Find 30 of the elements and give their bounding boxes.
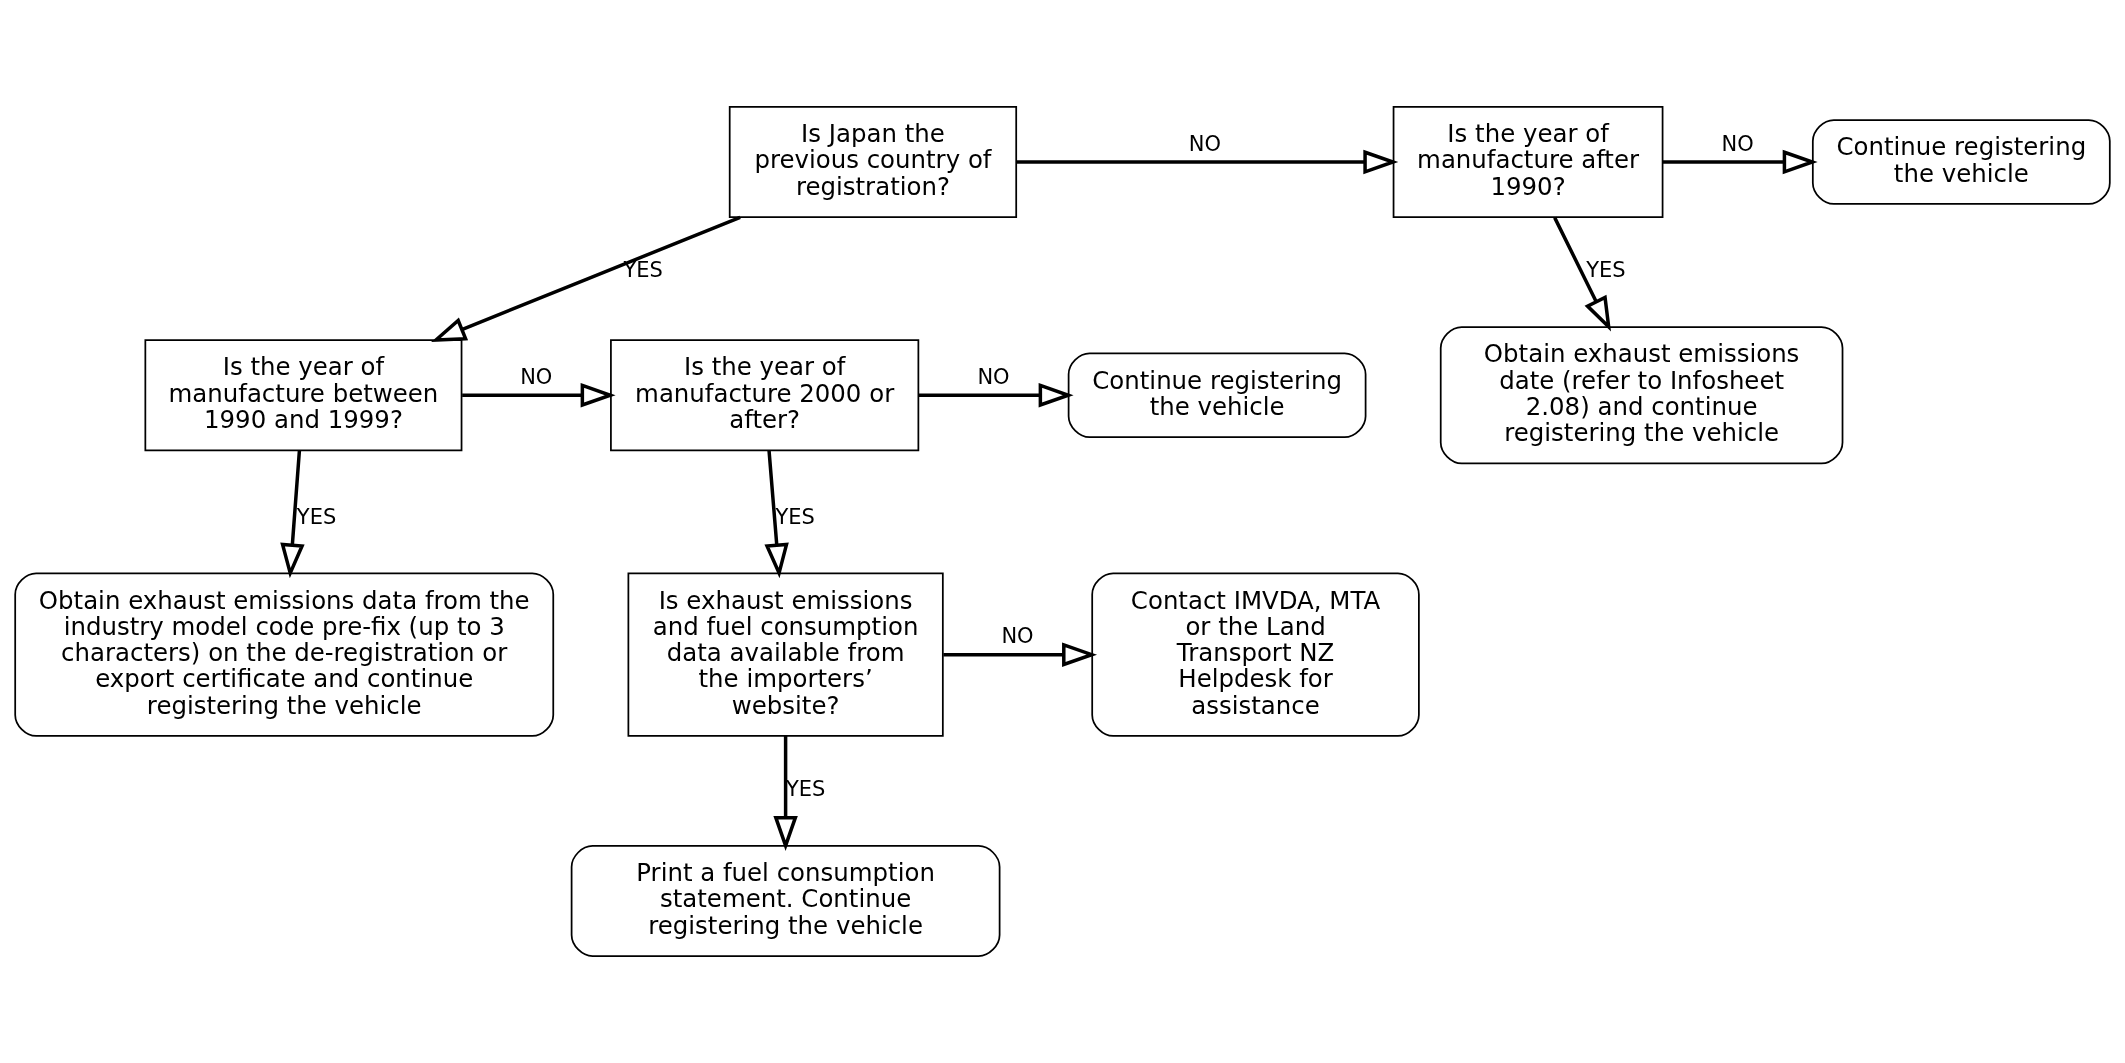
arrow bbox=[1553, 216, 1611, 332]
arrow bbox=[764, 450, 789, 579]
edge-label: YES bbox=[296, 504, 337, 529]
arrow bbox=[431, 215, 741, 342]
arrow bbox=[280, 450, 305, 579]
arrow bbox=[943, 642, 1098, 667]
arrow bbox=[1016, 149, 1399, 175]
edge-label: NO bbox=[520, 365, 553, 390]
edge-label: NO bbox=[1721, 131, 1754, 156]
edge-label: NO bbox=[1001, 624, 1034, 649]
edge-label: NO bbox=[977, 365, 1010, 390]
edge-label: YES bbox=[786, 777, 826, 802]
edge-label: YES bbox=[623, 258, 663, 283]
edge-label: YES bbox=[1586, 258, 1626, 283]
node-box: Continue registering the vehicle bbox=[1811, 119, 2111, 205]
node-box: Is the year of manufacture after 1990? bbox=[1392, 106, 1664, 218]
node-box: Print a fuel consumption statement. Continue registering the vehicle bbox=[570, 845, 1001, 957]
node-box: Obtain exhaust emissions data from the industry model code pre-fix (up to 3 characters) on the de-registration or export certificate and continue registering the vehicle bbox=[14, 572, 555, 737]
arrow bbox=[918, 383, 1074, 408]
node-box: Is exhaust emissions and fuel consumption data available from the importers’ website? bbox=[627, 572, 944, 737]
node-box: Is Japan the previous country of registration? bbox=[728, 106, 1018, 218]
node-box: Is the year of manufacture 2000 or after? bbox=[610, 339, 920, 452]
node-box: Contact IMVDA, MTA or the Land Transport NZ Helpdesk for assistance bbox=[1091, 572, 1420, 737]
arrow bbox=[462, 383, 616, 408]
node-box: Is the year of manufacture between 1990 and 1999? bbox=[144, 339, 463, 452]
node-box: Obtain exhaust emissions date (refer to Infosheet 2.08) and continue registering the vehicle bbox=[1439, 326, 1844, 465]
edge-label: NO bbox=[1188, 131, 1221, 156]
arrow bbox=[1662, 149, 1818, 175]
arrow bbox=[773, 735, 798, 851]
node-box: Continue registering the vehicle bbox=[1067, 352, 1367, 439]
